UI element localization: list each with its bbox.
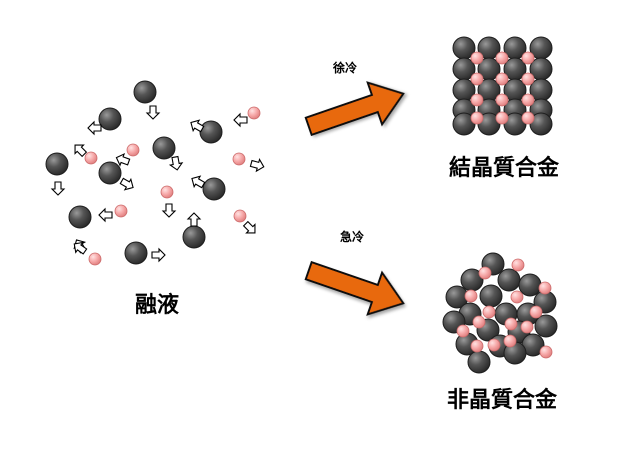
small-atom xyxy=(470,339,484,353)
small-atom xyxy=(470,51,484,65)
large-atom xyxy=(98,107,122,131)
large-atom xyxy=(479,284,503,308)
small-atom xyxy=(482,305,496,319)
motion-arrow-icon xyxy=(233,112,248,128)
small-atom xyxy=(511,258,525,272)
melt-liquid-region xyxy=(45,80,265,266)
crystalline-lattice xyxy=(452,36,553,136)
motion-arrow-icon xyxy=(50,181,66,196)
motion-arrow-icon xyxy=(249,158,265,173)
amorphous-cluster xyxy=(442,252,558,374)
large-atom xyxy=(68,205,92,229)
small-atom xyxy=(521,72,535,86)
small-atom xyxy=(538,281,552,295)
small-atom xyxy=(521,51,535,65)
motion-arrow-icon xyxy=(98,207,113,223)
small-atom xyxy=(521,111,535,125)
small-atom xyxy=(470,72,484,86)
crystalline-alloy-label: 結晶質合金 xyxy=(449,155,560,181)
small-atom xyxy=(470,93,484,107)
large-atom xyxy=(467,350,491,374)
small-atom xyxy=(464,289,478,303)
small-atom xyxy=(478,266,492,280)
large-atom xyxy=(45,152,69,176)
large-atom xyxy=(199,120,223,144)
small-atom xyxy=(520,320,534,334)
slow-cool-label: 徐冷 xyxy=(332,60,357,75)
small-atom xyxy=(233,209,247,223)
slow-cool-arrow xyxy=(304,81,405,137)
large-atom xyxy=(497,268,521,292)
small-atom xyxy=(126,143,140,157)
motion-arrow-icon xyxy=(74,144,88,158)
small-atom xyxy=(495,111,509,125)
small-atom xyxy=(88,252,102,266)
small-atom xyxy=(529,305,543,319)
motion-arrow-icon xyxy=(73,241,88,255)
small-atom xyxy=(160,185,174,199)
small-atom xyxy=(510,290,524,304)
large-atom xyxy=(202,177,226,201)
small-atom xyxy=(495,93,509,107)
large-atom xyxy=(518,273,542,297)
small-atom xyxy=(84,151,98,165)
large-atom xyxy=(124,241,148,265)
large-atom xyxy=(182,225,206,249)
motion-arrow-icon xyxy=(191,175,206,189)
small-atom xyxy=(539,345,553,359)
motion-arrow-icon xyxy=(115,152,131,167)
large-atom xyxy=(534,314,558,338)
large-atom xyxy=(133,80,157,104)
motion-arrow-icon xyxy=(168,155,184,171)
large-atom xyxy=(98,161,122,185)
small-atom xyxy=(456,324,470,338)
small-atom xyxy=(232,152,246,166)
melt-label: 融液 xyxy=(135,292,179,318)
small-atom xyxy=(114,204,128,218)
small-atom xyxy=(504,317,518,331)
motion-arrow-icon xyxy=(186,212,202,227)
small-atom xyxy=(495,72,509,86)
small-atom xyxy=(503,334,517,348)
motion-arrow-icon xyxy=(145,105,161,120)
amorphous-alloy-label: 非晶質合金 xyxy=(447,387,558,413)
rapid-cool-arrow xyxy=(304,260,405,316)
small-atom xyxy=(495,51,509,65)
motion-arrow-icon xyxy=(190,119,205,133)
motion-arrow-icon xyxy=(151,247,166,263)
motion-arrow-icon xyxy=(161,203,177,218)
rapid-cool-label: 急冷 xyxy=(340,229,364,244)
motion-arrow-icon xyxy=(119,177,134,191)
small-atom xyxy=(247,106,261,120)
small-atom xyxy=(470,111,484,125)
small-atom xyxy=(521,93,535,107)
motion-arrow-icon xyxy=(87,120,102,136)
small-atom xyxy=(472,315,486,329)
large-atom xyxy=(152,136,176,160)
small-atom xyxy=(487,338,501,352)
motion-arrow-icon xyxy=(242,220,256,234)
